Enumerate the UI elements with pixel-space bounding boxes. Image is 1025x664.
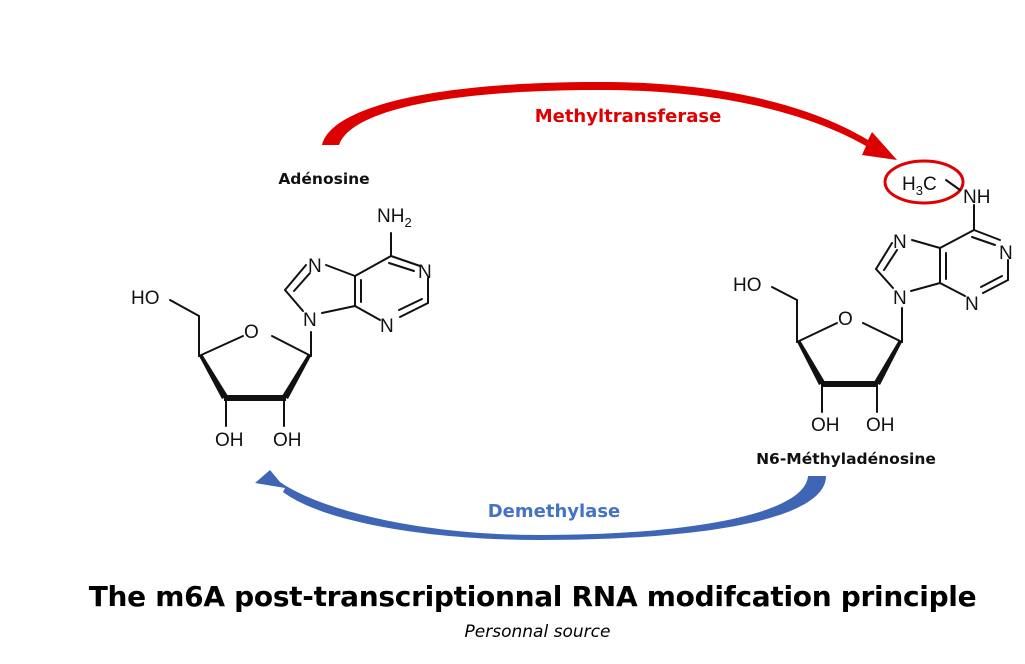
atom-label: H3C	[902, 174, 937, 198]
atom-label: N	[965, 294, 979, 315]
methyltransferase-label: Methyltransferase	[535, 106, 722, 127]
atom-label: OH	[273, 430, 302, 451]
atom-label: O	[244, 322, 259, 343]
atom-label: N	[999, 243, 1013, 264]
atom-label: HO	[733, 275, 762, 296]
atom-label: N	[380, 316, 394, 337]
adenosine-name: Adénosine	[278, 170, 369, 188]
adenosine-structure: Adénosine	[131, 170, 432, 451]
n6-methyladenosine-structure: H3C NH N N N N O HO OH OH N6-Méthyladéno…	[733, 159, 1013, 468]
methyltransferase-arrow	[322, 82, 897, 160]
n6-methyladenosine-name: N6-Méthyladénosine	[756, 450, 936, 468]
demethylase-label: Demethylase	[488, 501, 621, 522]
atom-label: NH2	[377, 206, 412, 230]
atom-label: OH	[811, 415, 840, 436]
methyl-highlight-circle	[883, 159, 965, 205]
atom-label: N	[418, 262, 432, 283]
atom-label: O	[838, 309, 853, 330]
atom-label: N	[893, 232, 907, 253]
atom-label: N	[893, 288, 907, 309]
atom-label: NH	[963, 187, 990, 208]
figure-title: The m6A post-transcriptionnal RNA modifc…	[88, 580, 977, 613]
atom-label: HO	[131, 288, 160, 309]
atom-label: N	[308, 256, 322, 277]
atom-label: OH	[866, 415, 895, 436]
figure-source: Personnal source	[464, 622, 611, 642]
atom-label: N	[303, 310, 317, 331]
atom-label: OH	[215, 430, 244, 451]
